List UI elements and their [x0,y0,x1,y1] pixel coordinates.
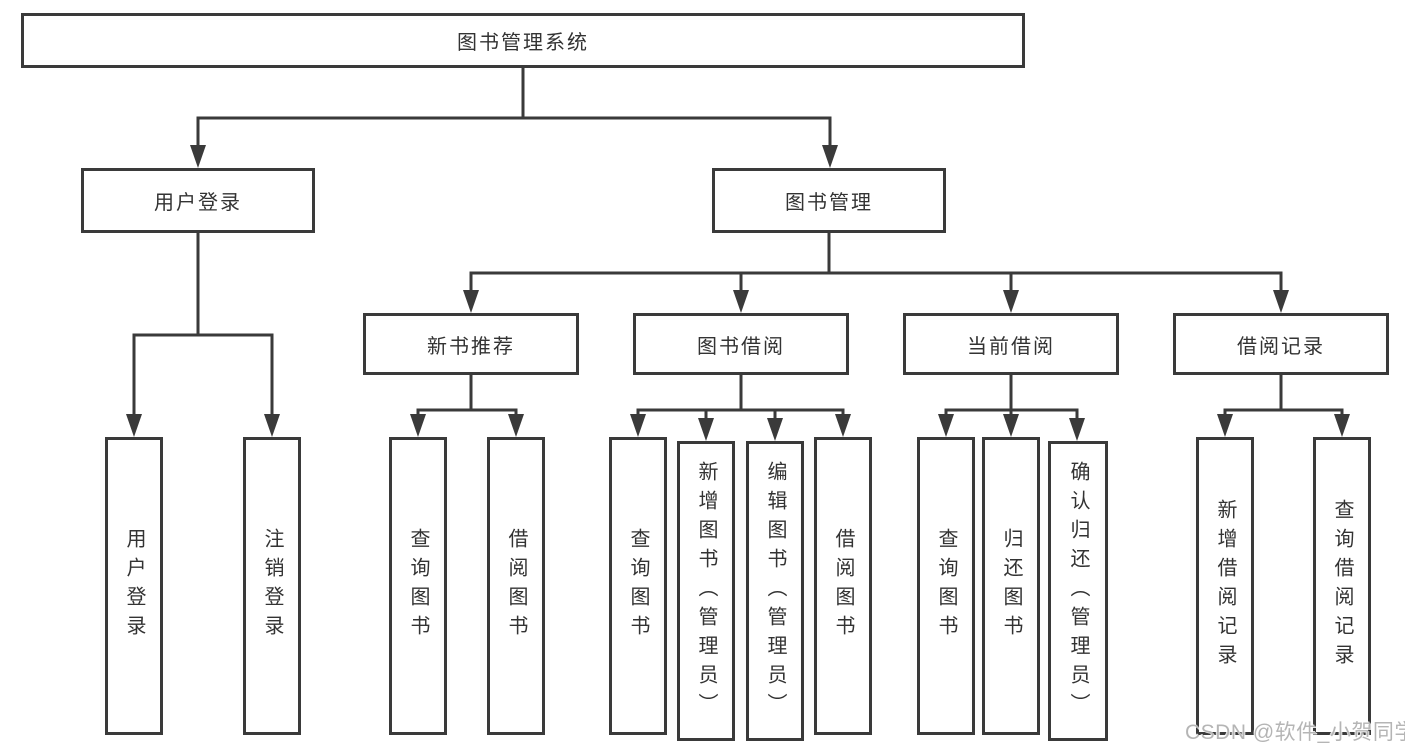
leaf-recommend-borrow-books: 借阅图书 [487,437,545,735]
leaf-add-borrow-record: 新增借阅记录 [1196,437,1254,735]
leaf-borrow-books: 借阅图书 [814,437,872,735]
leaf-confirm-return-admin: 确认归还（管理员） [1048,441,1108,741]
node-current-borrowing-label: 当前借阅 [967,335,1055,358]
leaf-recommend-borrow-books-label: 借阅图书 [505,528,527,644]
node-new-book-recommend-label: 新书推荐 [427,335,515,358]
node-user-login: 用户登录 [81,168,315,233]
leaf-query-borrow-record: 查询借阅记录 [1313,437,1371,735]
leaf-add-books-admin: 新增图书（管理员） [677,441,735,741]
node-root-label: 图书管理系统 [457,32,589,54]
leaf-current-query-books-label: 查询图书 [935,528,957,644]
leaf-borrow-books-label: 借阅图书 [832,528,854,644]
node-borrowing-records-label: 借阅记录 [1237,335,1325,358]
connector-path [132,68,1344,421]
leaf-add-borrow-record-label: 新增借阅记录 [1214,499,1236,673]
node-book-management-label: 图书管理 [785,192,873,214]
leaf-current-query-books: 查询图书 [917,437,975,735]
leaf-logout-label: 注销登录 [261,528,283,644]
node-book-borrowing: 图书借阅 [633,313,849,375]
leaf-add-books-admin-label: 新增图书（管理员） [695,460,717,722]
leaf-confirm-return-admin-label: 确认归还（管理员） [1067,460,1089,722]
leaf-edit-books-admin: 编辑图书（管理员） [746,441,804,741]
node-new-book-recommend: 新书推荐 [363,313,579,375]
leaf-return-books-label: 归还图书 [1000,528,1022,644]
node-book-borrowing-label: 图书借阅 [697,335,785,358]
leaf-user-login-label: 用户登录 [123,528,145,644]
leaf-user-login: 用户登录 [105,437,163,735]
node-current-borrowing: 当前借阅 [903,313,1119,375]
node-book-management: 图书管理 [712,168,946,233]
leaf-recommend-query-books-label: 查询图书 [407,528,429,644]
leaf-borrow-query-books-label: 查询图书 [627,528,649,644]
leaf-edit-books-admin-label: 编辑图书（管理员） [764,460,786,722]
node-user-login-label: 用户登录 [154,192,242,214]
leaf-borrow-query-books: 查询图书 [609,437,667,735]
leaf-return-books: 归还图书 [982,437,1040,735]
node-borrowing-records: 借阅记录 [1173,313,1389,375]
arrowheads [126,145,1350,441]
leaf-query-borrow-record-label: 查询借阅记录 [1331,499,1353,673]
csdn-watermark: CSDN @软件_小贺同学 [1185,721,1405,744]
node-root: 图书管理系统 [21,13,1025,68]
leaf-recommend-query-books: 查询图书 [389,437,447,735]
leaf-logout: 注销登录 [243,437,301,735]
